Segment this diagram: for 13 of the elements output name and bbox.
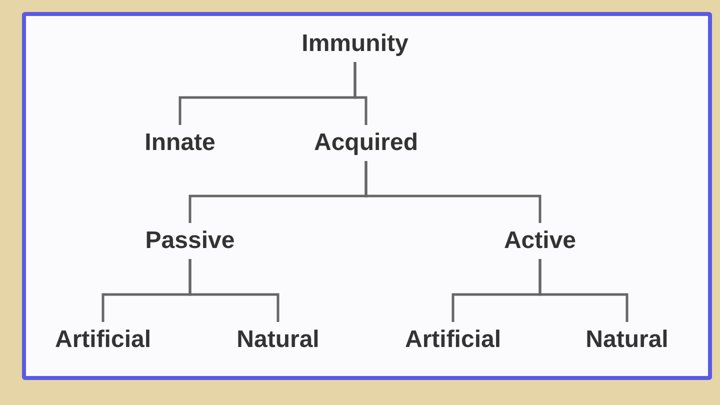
tree-node-label: Acquired	[311, 125, 421, 161]
tree-node-label: Immunity	[298, 26, 412, 62]
tree-node-label: Passive	[142, 223, 238, 259]
bracket-connector	[538, 259, 628, 322]
bracket-connector	[364, 161, 542, 223]
tree-node-label: Artificial	[402, 322, 504, 358]
tree-node-label: Innate	[142, 125, 218, 161]
bracket-connector	[354, 62, 368, 125]
tree-node-label: Natural	[234, 322, 322, 358]
bracket-connector	[188, 259, 280, 322]
tree-node-label: Artificial	[52, 322, 154, 358]
tree-node-label: Natural	[582, 322, 672, 358]
tree-node-label: Active	[500, 223, 580, 259]
